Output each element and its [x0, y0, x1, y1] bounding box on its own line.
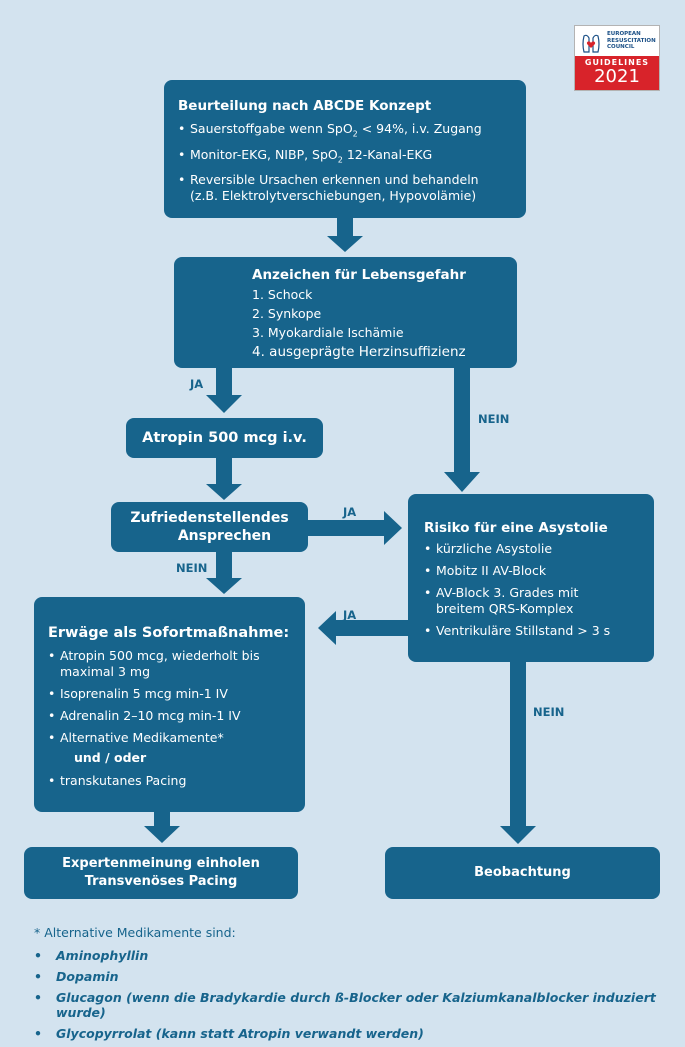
observation-box: Beobachtung [385, 847, 660, 899]
branch-label-ja: JA [190, 377, 204, 391]
arrow-assess-to-danger [327, 218, 363, 252]
danger-signs-title: Anzeichen für Lebensgefahr [252, 267, 466, 283]
arrow-response-to-risk [308, 511, 402, 545]
assessment-list: Sauerstoffgabe wenn SpO2 < 94%, i.v. Zug… [178, 121, 512, 204]
measure-item: Isoprenalin 5 mcg min-1 IV [48, 686, 295, 702]
expert-line2: Transvenöses Pacing [84, 874, 238, 889]
guidelines-band: GUIDELINES 2021 [575, 56, 659, 90]
erc-lungs-heart-icon [582, 34, 600, 53]
atropine-box: Atropin 500 mcg i.v. [126, 418, 323, 458]
danger-sign-item: 4. ausgeprägte Herzinsuffizienz [252, 344, 466, 360]
branch-label-nein: NEIN [478, 412, 510, 426]
risk-item: kürzliche Asystolie [424, 541, 642, 557]
assessment-item-oxygen: Sauerstoffgabe wenn SpO2 < 94%, i.v. Zug… [178, 121, 512, 143]
expert-line1: Expertenmeinung einholen [62, 856, 260, 871]
measure-item: Adrenalin 2–10 mcg min-1 IV [48, 708, 295, 724]
danger-signs-box: Anzeichen für Lebensgefahr 1. Schock 2. … [174, 257, 517, 368]
and-or-label: und / oder [74, 750, 147, 765]
immediate-measures-box: Erwäge als Sofortmaßnahme: Atropin 500 m… [34, 597, 305, 812]
footnote-intro: * Alternative Medikamente sind: [34, 925, 236, 940]
immediate-measures-title: Erwäge als Sofortmaßnahme: [48, 625, 290, 641]
measure-item: Atropin 500 mcg, wiederholt bis maximal … [48, 648, 270, 680]
footnote-drug: Dopamin [34, 969, 685, 984]
assessment-item-reversible: Reversible Ursachen erkennen und behande… [178, 172, 512, 204]
measure-item-pacing: transkutanes Pacing [48, 773, 295, 789]
observation-label: Beobachtung [474, 865, 571, 880]
measure-item: Alternative Medikamente* [48, 730, 295, 746]
branch-label-ja: JA [343, 505, 357, 519]
erc-org-name: EUROPEAN RESUSCITATION COUNCIL [607, 31, 656, 50]
arrow-immediate-to-expert [144, 812, 180, 843]
danger-sign-item: 1. Schock [252, 287, 313, 302]
footnote-drug: Aminophyllin [34, 948, 685, 963]
arrow-danger-to-risk [444, 368, 480, 492]
response-line2: Ansprechen [177, 528, 272, 544]
response-line1: Zufriedenstellendes [130, 510, 289, 526]
immediate-measures-list-extra: transkutanes Pacing [48, 773, 295, 789]
immediate-measures-list: Atropin 500 mcg, wiederholt bis maximal … [48, 648, 295, 746]
arrow-risk-to-immediate [318, 611, 408, 645]
footnote-drug: Glycopyrrolat (kann statt Atropin verwan… [34, 1026, 685, 1041]
risk-item: AV-Block 3. Grades mit breitem QRS-Kompl… [424, 585, 606, 617]
arrow-atropin-to-response [206, 458, 242, 500]
risk-item: Mobitz II AV-Block [424, 563, 642, 579]
danger-signs-list: 1. Schock 2. Synkope 3. Myokardiale Isch… [252, 287, 507, 360]
branch-label-nein: NEIN [176, 561, 208, 575]
footnote-drug: Glucagon (wenn die Bradykardie durch ß-B… [34, 990, 685, 1020]
danger-sign-item: 2. Synkope [252, 306, 322, 321]
risk-item: Ventrikuläre Stillstand > 3 s [424, 623, 642, 639]
atropine-label: Atropin 500 mcg i.v. [142, 430, 307, 446]
arrow-response-to-immediate [206, 552, 242, 594]
guidelines-year: 2021 [594, 66, 640, 87]
danger-sign-item: 3. Myokardiale Ischämie [252, 325, 404, 340]
footnote: * Alternative Medikamente sind: Aminophy… [34, 925, 685, 1047]
asystole-risk-box: Risiko für eine Asystolie kürzliche Asys… [408, 494, 654, 662]
branch-label-nein: NEIN [533, 705, 565, 719]
assessment-item-monitor: Monitor-EKG, NIBP, SpO2 12-Kanal-EKG [178, 147, 512, 169]
arrow-danger-to-atropin [206, 368, 242, 413]
arrow-risk-to-observe [500, 662, 536, 844]
branch-label-ja: JA [343, 608, 357, 622]
erc-logo: EUROPEAN RESUSCITATION COUNCIL GUIDELINE… [574, 25, 660, 91]
guidelines-label: GUIDELINES [584, 58, 650, 67]
asystole-risk-list: kürzliche Asystolie Mobitz II AV-Block A… [424, 541, 642, 639]
assessment-title: Beurteilung nach ABCDE Konzept [178, 98, 432, 114]
satisfactory-response-box: Zufriedenstellendes Ansprechen [111, 502, 308, 552]
assessment-box: Beurteilung nach ABCDE Konzept Sauerstof… [164, 80, 526, 218]
asystole-risk-title: Risiko für eine Asystolie [424, 520, 608, 536]
expert-box: Expertenmeinung einholen Transvenöses Pa… [24, 847, 298, 899]
